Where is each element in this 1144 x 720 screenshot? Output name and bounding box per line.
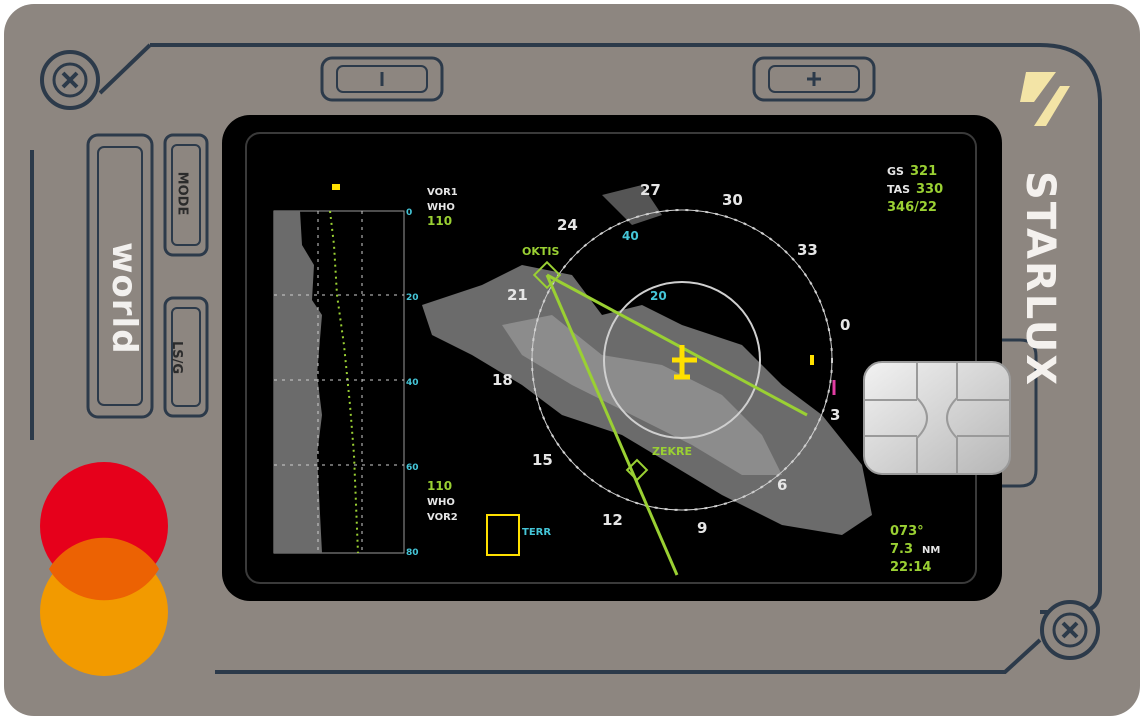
gs-value: 321 (910, 164, 937, 179)
wind-value: 346/22 (887, 200, 937, 215)
compass-label: 33 (797, 241, 818, 259)
emv-chip-icon (863, 361, 1011, 475)
profile-tick: 60 (406, 463, 419, 473)
vertical-profile (274, 211, 322, 553)
compass-label: 6 (777, 476, 787, 494)
profile-tick: 20 (406, 293, 419, 303)
time-value: 22:14 (890, 560, 931, 575)
ls-label: LS/G (169, 340, 185, 375)
vor1-label: VOR1 (427, 187, 458, 198)
terr-label: TERR (522, 527, 551, 538)
gs-label: GS (887, 165, 904, 178)
vor2-label: VOR2 (427, 512, 458, 523)
compass-label: 18 (492, 371, 513, 389)
compass-label: 27 (640, 181, 661, 199)
profile-tick: 0 (406, 208, 412, 218)
profile-tick: 80 (406, 548, 419, 558)
profile-tick: 40 (406, 378, 419, 388)
brand-text: STARLUX (1017, 171, 1063, 388)
compass-label: 0 (840, 316, 850, 334)
vor2-freq: 110 (427, 479, 452, 493)
mode-button[interactable] (163, 133, 209, 257)
waypoint-label: OKTIS (522, 245, 559, 258)
compass-label: 21 (507, 286, 528, 304)
mastercard-logo-icon (40, 462, 168, 676)
tas-label: TAS (887, 183, 910, 196)
waypoint-label: ZEKRE (652, 445, 692, 458)
vor1-freq: 110 (427, 214, 452, 228)
dist-unit: NM (922, 545, 940, 556)
aircraft-icon (672, 345, 697, 380)
compass-label: 30 (722, 191, 743, 209)
dest-heading: 073° (890, 524, 924, 539)
navigation-display-graphic: 27 30 33 0 3 6 9 12 15 18 21 24 40 20 OK… (245, 132, 977, 584)
flight-route (546, 273, 808, 417)
compass-label: 24 (557, 216, 578, 234)
mode-label: MODE (174, 171, 190, 216)
compass-label: 12 (602, 511, 623, 529)
mid-range-label: 20 (650, 289, 667, 303)
starlux-logo-icon (1020, 72, 1070, 126)
dist-value: 7.3 (890, 542, 913, 557)
world-label: world (104, 242, 144, 355)
screw-icon (1040, 600, 1100, 660)
ls-button[interactable] (163, 296, 209, 418)
range-ring (603, 281, 761, 439)
compass-label: 9 (697, 519, 707, 537)
compass-label: 3 (830, 406, 840, 424)
compass-label: 15 (532, 451, 553, 469)
range-label: 40 (622, 229, 639, 243)
vor2-id: WHO (427, 497, 455, 508)
navigation-display: 27 30 33 0 3 6 9 12 15 18 21 24 40 20 OK… (222, 115, 1002, 601)
screw-icon (40, 50, 100, 110)
vor1-id: WHO (427, 202, 455, 213)
world-button[interactable] (86, 133, 154, 419)
tas-value: 330 (916, 182, 943, 197)
